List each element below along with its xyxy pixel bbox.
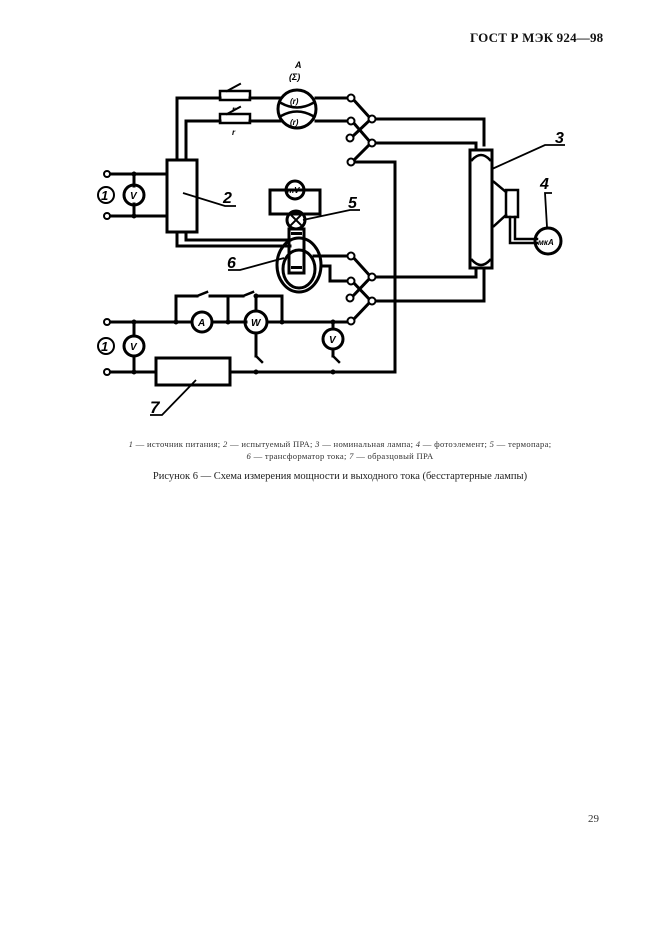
gauge-r1-label: (r) — [290, 97, 299, 106]
gauge-r2-label: (r) — [290, 118, 299, 127]
label-7: 7 — [150, 398, 161, 417]
document-standard-header: ГОСТ Р МЭК 924—98 — [470, 30, 604, 45]
legend-text: — испытуемый ПРА; — [227, 439, 316, 449]
millivoltmeter-label: mV — [287, 186, 300, 195]
legend-num: 6 — [246, 451, 252, 461]
legend-num: 7 — [349, 451, 354, 461]
legend-text: — образцовый ПРА — [353, 451, 434, 461]
legend-text: — трансформатор тока; — [251, 451, 350, 461]
figure-legend: 1 — источник питания; 2 — испытуемый ПРА… — [60, 438, 620, 462]
circuit-schematic: 2 5 6 7 3 4 1 1 A (Σ) (r) (r) r r V V V … — [97, 60, 565, 417]
legend-text: — фотоэлемент; — [420, 439, 490, 449]
label-1-bottom: 1 — [101, 339, 108, 354]
legend-text: — источник питания; — [133, 439, 223, 449]
legend-num: 2 — [222, 439, 228, 449]
voltmeter-top-label: V — [130, 191, 138, 202]
ammeter-sigma-label: A — [294, 60, 302, 70]
voltmeter-bottom-label: V — [130, 342, 138, 353]
microammeter-label: мкА — [538, 238, 554, 247]
label-4: 4 — [539, 176, 549, 193]
figure-caption: Рисунок 6 — Схема измерения мощности и в… — [152, 471, 528, 482]
legend-text: — термопара; — [494, 439, 552, 449]
label-5: 5 — [348, 195, 358, 212]
relay-r1-label: r — [232, 105, 236, 114]
wattmeter-label: W — [251, 318, 262, 329]
relay-r2-label: r — [232, 128, 236, 137]
page-number: 29 — [588, 813, 599, 825]
label-1-top: 1 — [101, 188, 108, 203]
label-3: 3 — [555, 130, 564, 147]
label-2: 2 — [222, 190, 232, 207]
voltmeter-right-label: V — [329, 335, 337, 346]
label-6: 6 — [227, 255, 236, 272]
ammeter-sigma-sub-label: (Σ) — [289, 72, 300, 82]
legend-num: 3 — [315, 439, 320, 449]
legend-num: 5 — [489, 439, 495, 449]
legend-text: — номинальная лампа; — [319, 439, 416, 449]
legend-num: 4 — [415, 439, 421, 449]
ammeter-label: A — [197, 318, 205, 329]
legend-num: 1 — [128, 439, 134, 449]
